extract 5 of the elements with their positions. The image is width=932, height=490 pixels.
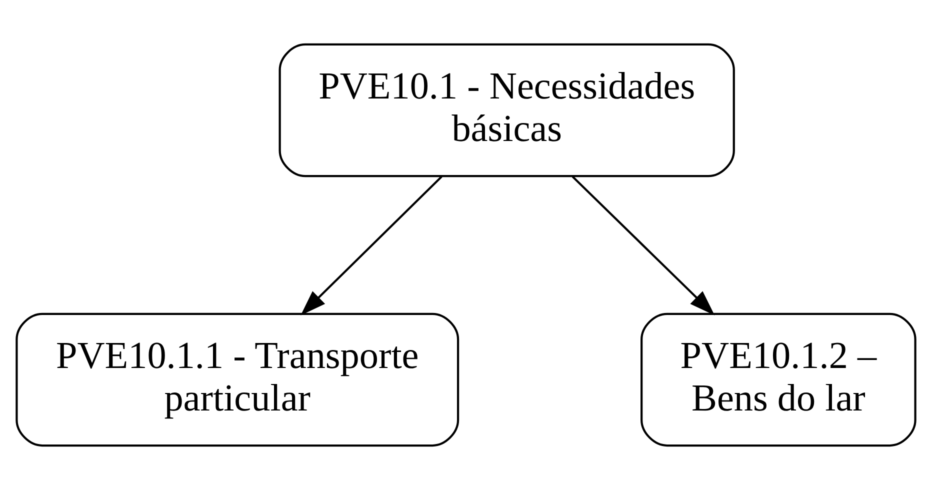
arrow — [300, 176, 442, 316]
node-box: PVE10.1.2 – Bens do lar — [640, 312, 916, 447]
arrow — [572, 176, 715, 316]
node-box: PVE10.1.1 - Transporte particular — [16, 312, 460, 447]
node-box: PVE10.1 - Necessidades básicas — [278, 43, 735, 178]
